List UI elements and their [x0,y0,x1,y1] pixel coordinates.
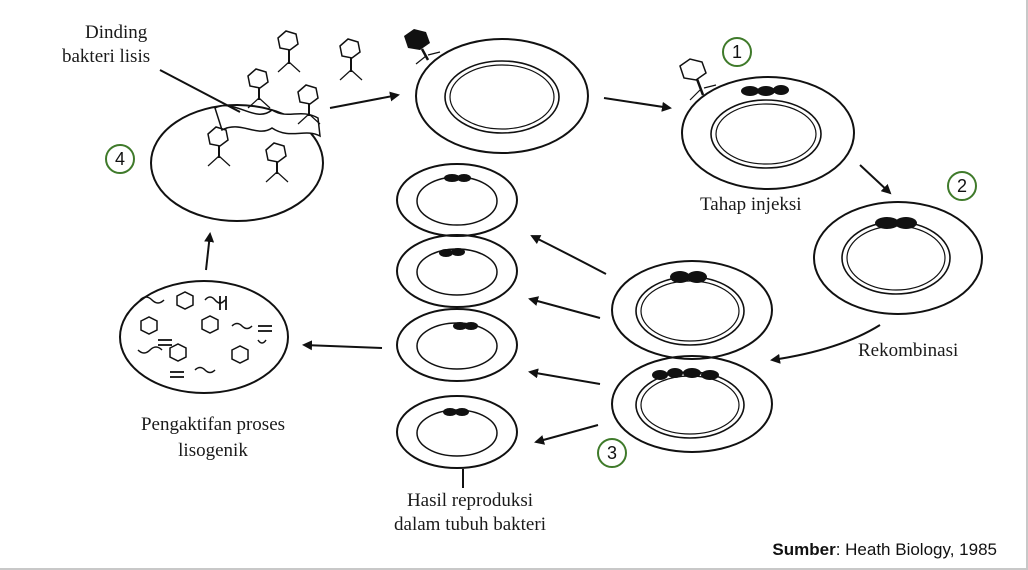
source-credit: Sumber: Heath Biology, 1985 [772,540,997,559]
svg-text:4: 4 [115,149,125,169]
label-activation-line2: lisogenik [178,440,248,461]
phage-injecting [679,58,717,101]
daughter-cell-3 [396,308,518,382]
label-result-line1: Hasil reproduksi [407,490,533,511]
step-marker-2: 2 [947,171,977,201]
cell-lysis [150,104,324,222]
cell-activation [119,280,289,394]
lysis-pointer-line [159,69,241,113]
source-credit-bold: Sumber [772,540,836,559]
cell-replication-upper [611,260,773,360]
label-injection: Tahap injeksi [700,194,802,215]
phage-inside-1 [207,126,231,167]
step-marker-3: 3 [597,438,627,468]
svg-text:1: 1 [732,42,742,62]
svg-text:2: 2 [957,176,967,196]
phage-inside-2 [265,142,289,183]
cell-replication-lower [611,355,773,453]
phage-free-2 [339,38,363,81]
cell-recombination [813,201,983,315]
svg-text:3: 3 [607,443,617,463]
source-credit-text: : Heath Biology, 1985 [836,540,997,559]
daughter-cell-4 [396,395,518,469]
step-marker-4: 4 [105,144,135,174]
step-marker-1: 1 [722,37,752,67]
daughter-cell-1 [396,163,518,237]
label-recombination: Rekombinasi [858,340,958,361]
cell-injection [681,76,855,190]
label-wall-lysis-line1: Dinding [85,22,148,43]
cell-attachment [415,38,589,154]
label-wall-lysis-line2: bakteri lisis [62,46,150,67]
phage-attached [404,29,441,65]
phage-free-1 [277,30,301,73]
daughter-cell-2 [396,234,518,308]
flow-arrows [204,91,892,445]
phage-free-4 [297,84,321,125]
label-activation-line1: Pengaktifan proses [141,414,285,435]
phage-free-3 [247,68,271,109]
label-result-line2: dalam tubuh bakteri [394,514,546,535]
